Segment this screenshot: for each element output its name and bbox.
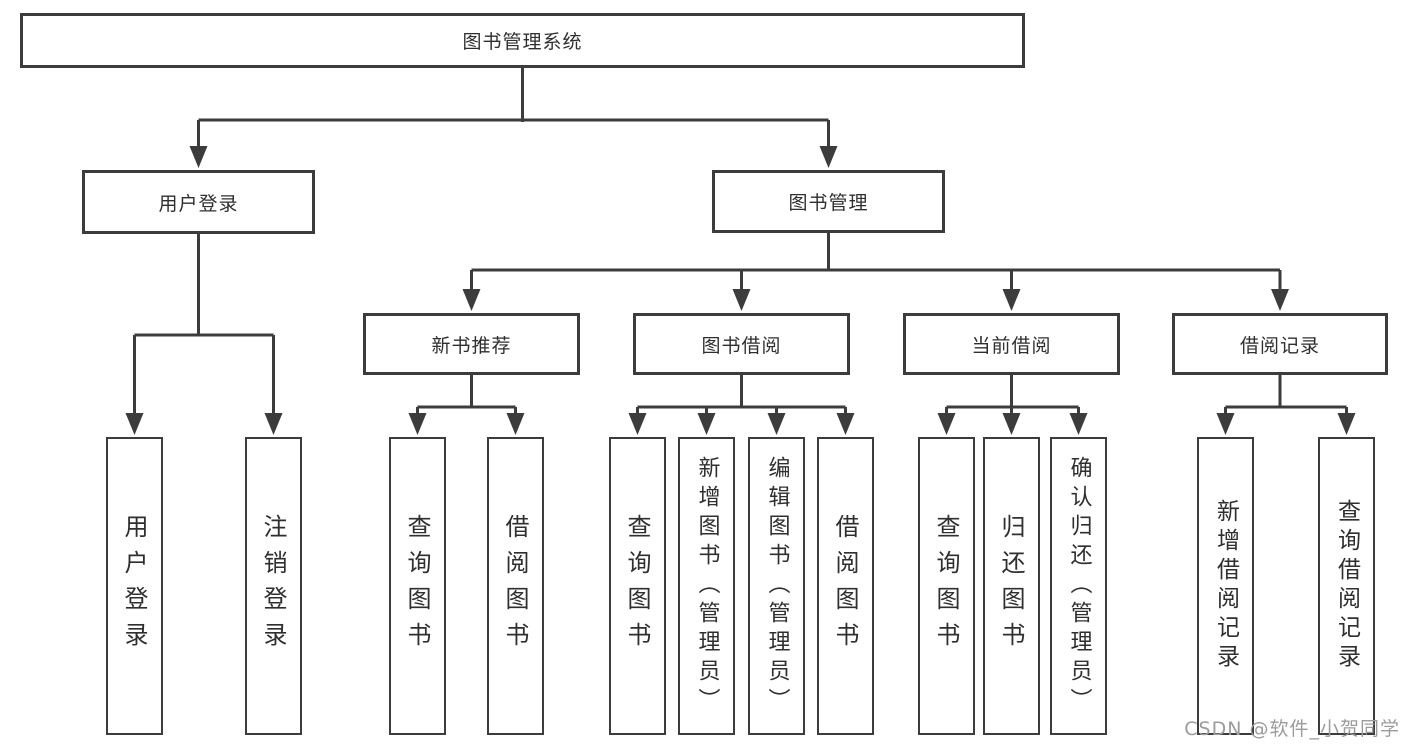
arrowhead: [1337, 413, 1356, 435]
node-book-borrowing: 图书借阅: [633, 313, 850, 375]
leaf-label: 借阅图书: [501, 514, 529, 658]
node-leaf-query-borrow-record: 查询借阅记录: [1318, 437, 1375, 735]
node-user-login: 用户登录: [82, 170, 315, 234]
node-leaf-add-book-admin: 新增图书（管理员）: [678, 437, 735, 735]
node-current-borrowing: 当前借阅: [903, 313, 1120, 375]
node-leaf-user-login: 用户登录: [106, 437, 163, 735]
node-leaf-borrow-book-2: 借阅图书: [817, 437, 874, 735]
node-leaf-query-book-3: 查询图书: [918, 437, 975, 735]
arrowhead: [1216, 413, 1235, 435]
arrowhead: [189, 146, 208, 168]
arrowhead: [697, 413, 716, 435]
leaf-label: 新增图书（管理员）: [694, 455, 720, 717]
leaf-label: 确认归还（管理员）: [1066, 455, 1092, 717]
arrowhead: [1069, 413, 1088, 435]
node-book-management: 图书管理: [712, 170, 945, 233]
leaf-label: 归还图书: [997, 514, 1025, 658]
leaf-label: 用户登录: [120, 514, 148, 658]
arrowhead: [628, 413, 647, 435]
connector-path: [133, 68, 1348, 417]
arrowhead: [1002, 289, 1021, 311]
node-leaf-query-book-1: 查询图书: [389, 437, 446, 735]
leaf-label: 查询图书: [623, 514, 651, 658]
node-leaf-edit-book-admin: 编辑图书（管理员）: [748, 437, 805, 735]
arrowhead: [937, 413, 956, 435]
arrowhead: [506, 413, 525, 435]
arrowhead: [408, 413, 427, 435]
node-leaf-return-book: 归还图书: [983, 437, 1040, 735]
node-leaf-query-book-2: 查询图书: [609, 437, 666, 735]
leaf-label: 新增借阅记录: [1212, 499, 1239, 673]
leaf-label: 查询图书: [932, 514, 960, 658]
node-leaf-borrow-book-1: 借阅图书: [487, 437, 544, 735]
leaf-label: 查询图书: [403, 514, 431, 658]
arrowhead: [732, 289, 751, 311]
node-leaf-confirm-return-admin: 确认归还（管理员）: [1050, 437, 1107, 735]
node-new-book-recommend: 新书推荐: [363, 313, 580, 375]
leaf-label: 编辑图书（管理员）: [764, 455, 790, 717]
arrowhead: [836, 413, 855, 435]
leaf-label: 查询借阅记录: [1333, 499, 1360, 673]
node-leaf-logout: 注销登录: [245, 437, 302, 735]
arrowhead: [125, 413, 144, 435]
leaf-label: 注销登录: [259, 514, 287, 658]
leaf-label: 借阅图书: [831, 514, 859, 658]
arrowhead: [1002, 413, 1021, 435]
arrowhead: [767, 413, 786, 435]
csdn-watermark: CSDN @软件_小贺同学: [1184, 718, 1400, 740]
node-leaf-add-borrow-record: 新增借阅记录: [1197, 437, 1254, 735]
arrowhead: [462, 289, 481, 311]
arrowhead: [1271, 289, 1289, 311]
arrowhead: [264, 413, 283, 435]
node-borrowing-records: 借阅记录: [1172, 313, 1388, 375]
arrowhead: [819, 146, 838, 168]
node-root-library-system: 图书管理系统: [20, 13, 1025, 68]
